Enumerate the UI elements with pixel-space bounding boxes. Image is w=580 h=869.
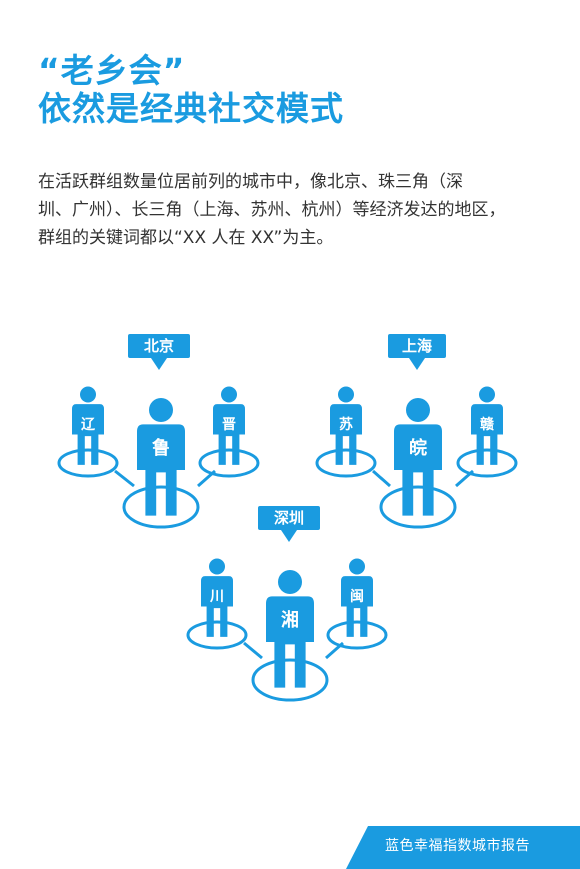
person-label-xiang: 湘 bbox=[281, 609, 299, 631]
footer-report-title: 蓝色幸福指数城市报告 bbox=[385, 838, 530, 854]
base-ellipse bbox=[315, 448, 377, 478]
intro-paragraph: 在活跃群组数量位居前列的城市中，像北京、珠三角（深 圳、广州）、长三角（上海、苏… bbox=[38, 168, 548, 252]
base-ellipse bbox=[379, 485, 457, 529]
title-line-2: 依然是经典社交模式 bbox=[38, 89, 344, 128]
person-label-chuan: 川 bbox=[209, 589, 224, 605]
person-label-gan: 赣 bbox=[480, 416, 495, 433]
base-ellipse bbox=[186, 620, 248, 650]
base-ellipse bbox=[198, 448, 260, 478]
paragraph-line-1: 在活跃群组数量位居前列的城市中，像北京、珠三角（深 bbox=[38, 172, 463, 192]
base-ellipse bbox=[57, 448, 119, 478]
connector-line bbox=[372, 469, 391, 488]
group-shanghai: 苏 皖 赣 bbox=[315, 386, 518, 529]
group-shenzhen: 川 湘 闽 bbox=[186, 558, 388, 702]
base-ellipse bbox=[326, 620, 388, 650]
group-label-shenzhen: 深圳 bbox=[258, 506, 320, 542]
group-beijing: 辽 鲁 晋 bbox=[57, 386, 260, 529]
person-label-min: 闽 bbox=[350, 588, 364, 605]
base-ellipse bbox=[456, 448, 518, 478]
person-label-su: 苏 bbox=[339, 416, 353, 433]
base-ellipse bbox=[122, 485, 200, 529]
connector-line bbox=[243, 641, 263, 660]
person-label-wan: 皖 bbox=[409, 437, 427, 459]
page-title: “老乡会” 依然是经典社交模式 bbox=[38, 52, 344, 128]
person-label-jin: 晋 bbox=[222, 417, 236, 433]
footer-bar bbox=[346, 826, 580, 869]
title-line-1: “老乡会” bbox=[38, 51, 186, 90]
person-label-liao: 辽 bbox=[81, 417, 96, 433]
group-label-beijing: 北京 bbox=[128, 334, 190, 370]
person-label-lu: 鲁 bbox=[152, 437, 170, 459]
paragraph-line-2: 圳、广州）、长三角（上海、苏州、杭州）等经济发达的地区， bbox=[38, 200, 506, 220]
base-ellipse bbox=[251, 658, 329, 702]
group-label-shanghai: 上海 bbox=[388, 334, 446, 370]
paragraph-line-3: 群组的关键词都以“XX 人在 XX”为主。 bbox=[38, 228, 334, 248]
connector-line bbox=[114, 469, 135, 488]
